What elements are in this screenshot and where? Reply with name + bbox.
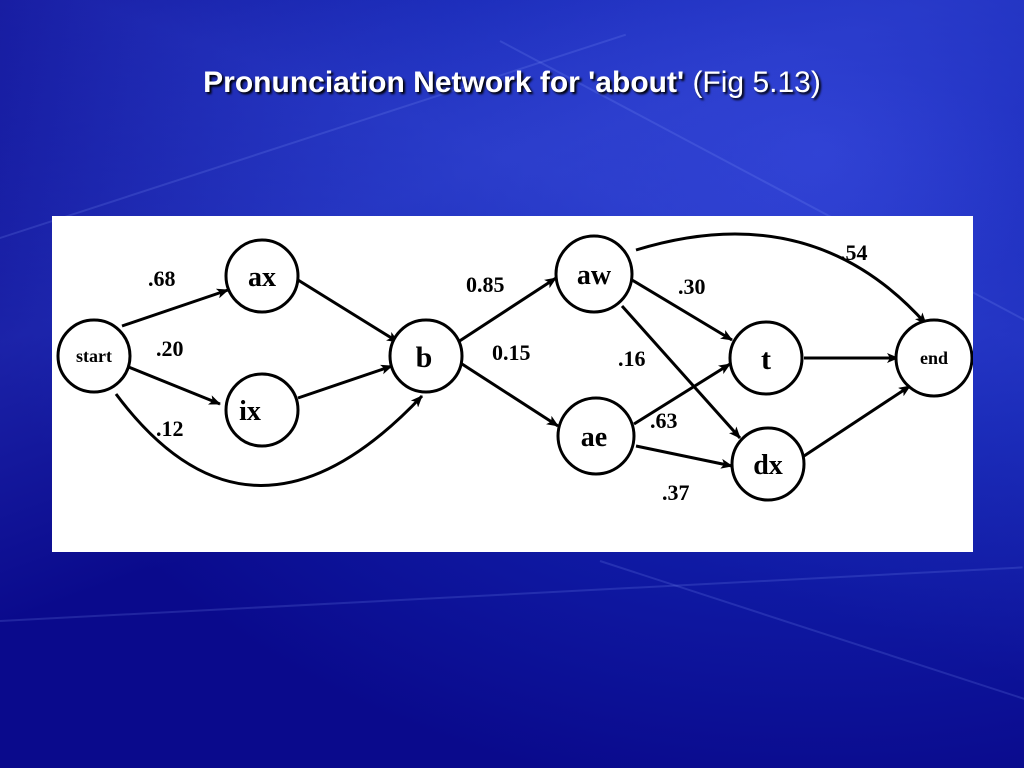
node-end	[894, 318, 973, 398]
node-label-ax: ax	[248, 262, 276, 293]
edge-aw-dx	[620, 305, 742, 439]
edge-label-aw-dx: .16	[618, 346, 646, 371]
node-label-aw: aw	[577, 260, 612, 291]
figure-panel: start ax ix b aw ae t dx end .68 .20 .12…	[52, 216, 973, 552]
node-ax	[224, 238, 300, 314]
node-label-t: t	[761, 343, 771, 376]
edge-label-start-b: .12	[156, 416, 184, 441]
edge-aw-t	[631, 278, 733, 342]
node-dx	[730, 426, 806, 502]
node-label-ix: ix	[239, 396, 261, 427]
node-t	[728, 320, 804, 396]
node-label-dx: dx	[753, 450, 783, 481]
edge-ae-t	[633, 362, 731, 426]
edge-ax-b	[297, 278, 399, 344]
edge-label-b-aw: 0.85	[466, 272, 505, 297]
edge-label-start-ix: .20	[156, 336, 184, 361]
node-label-ae: ae	[581, 422, 607, 453]
edge-label-aw-end: .54	[840, 240, 868, 265]
node-label-b: b	[416, 341, 433, 374]
node-aw	[554, 234, 634, 314]
node-b	[388, 318, 464, 394]
edge-aw-end	[635, 232, 928, 325]
node-label-end: end	[920, 348, 948, 368]
slide-title: Pronunciation Network for 'about' (Fig 5…	[0, 66, 1024, 100]
node-ae	[556, 396, 636, 476]
edge-label-start-ax: .68	[148, 266, 176, 291]
edge-start-ax	[121, 288, 229, 328]
edge-start-ix	[125, 364, 221, 406]
node-label-start: start	[76, 346, 112, 366]
edge-label-aw-t: .30	[678, 274, 706, 299]
title-figure-ref: (Fig 5.13)	[692, 66, 821, 99]
edge-start-b	[114, 393, 424, 487]
edge-b-aw	[457, 276, 557, 344]
edge-label-ae-t: .63	[650, 408, 678, 433]
edge-dx-end	[803, 384, 911, 458]
pronunciation-network-diagram: start ax ix b aw ae t dx end .68 .20 .12…	[56, 232, 973, 505]
node-start	[56, 318, 132, 394]
edge-ix-b	[297, 364, 393, 400]
edge-ae-dx	[635, 444, 733, 469]
edge-label-ae-dx: .37	[662, 480, 690, 505]
edge-b-ae	[461, 362, 559, 428]
title-main: Pronunciation Network for 'about'	[203, 66, 685, 99]
node-ix	[224, 372, 300, 448]
edge-label-b-ae: 0.15	[492, 340, 531, 365]
